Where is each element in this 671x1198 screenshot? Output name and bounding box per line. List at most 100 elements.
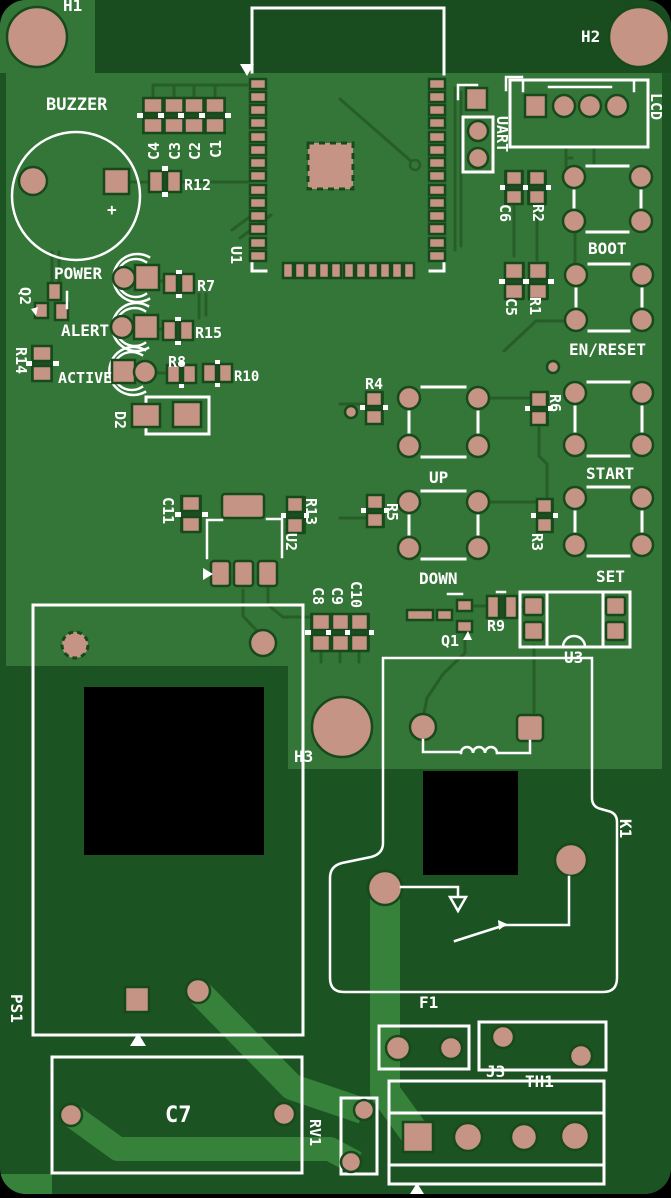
label-r4: R4 <box>365 375 383 393</box>
label-c1: C1 <box>207 140 225 158</box>
component-u2 <box>203 492 284 588</box>
mounting-hole-h1 <box>5 5 69 69</box>
label-boot: BOOT <box>588 239 627 258</box>
label-h2: H2 <box>581 27 600 46</box>
label-set: SET <box>596 567 625 586</box>
k1-cutout <box>423 771 518 875</box>
label-h1: H1 <box>63 0 82 15</box>
led-active <box>108 345 158 397</box>
label-c10: C10 <box>347 581 365 608</box>
label-r3: R3 <box>528 533 546 551</box>
label-u1: U1 <box>227 246 245 264</box>
component-c6 <box>500 169 528 206</box>
component-r14 <box>26 344 59 383</box>
label-r15: R15 <box>195 324 222 342</box>
label-plus: + <box>107 200 117 219</box>
label-rv1: RV1 <box>306 1119 324 1146</box>
label-u2: U2 <box>282 533 300 551</box>
button-boot <box>561 164 654 234</box>
label-c11: C11 <box>159 497 177 524</box>
silkscreen-labels: H1 H2 H3 BUZZER + R12 POWER ALERT ACTIVE… <box>7 0 665 1146</box>
connector-j3 <box>477 1020 608 1072</box>
label-uart: UART <box>493 116 511 152</box>
connector-uart <box>456 83 495 174</box>
label-c8: C8 <box>309 587 327 605</box>
component-r13 <box>281 495 309 535</box>
label-r12: R12 <box>184 176 211 194</box>
label-r9: R9 <box>487 617 505 635</box>
label-c5: C5 <box>502 298 520 316</box>
component-r5 <box>361 493 389 529</box>
button-en-reset <box>563 262 655 333</box>
label-r13: R13 <box>302 498 320 525</box>
component-c11 <box>175 494 208 534</box>
button-start <box>562 380 655 458</box>
component-u3 <box>518 590 632 649</box>
component-c9 <box>326 612 355 653</box>
component-r7 <box>162 270 196 298</box>
component-r6 <box>525 390 553 427</box>
label-power: POWER <box>54 264 103 283</box>
label-h3: H3 <box>294 747 313 766</box>
label-c9: C9 <box>328 587 346 605</box>
component-buzzer <box>10 130 142 262</box>
label-r7: R7 <box>197 277 215 295</box>
component-r12 <box>147 166 183 197</box>
component-r3 <box>531 497 558 534</box>
via <box>343 404 359 420</box>
connector-th1 <box>387 1079 606 1194</box>
label-c4: C4 <box>145 142 163 160</box>
component-u1-module <box>240 6 447 280</box>
label-q1: Q1 <box>441 632 459 650</box>
label-en-reset: EN/RESET <box>569 340 646 359</box>
component-r4 <box>360 390 388 426</box>
component-r2 <box>523 169 551 206</box>
label-r2: R2 <box>529 204 547 222</box>
label-alert: ALERT <box>61 321 109 340</box>
label-k1: K1 <box>616 819 635 838</box>
component-c7 <box>50 1055 304 1175</box>
component-c10 <box>345 612 374 653</box>
label-q2: Q2 <box>16 287 34 305</box>
label-c7: C7 <box>165 1103 192 1128</box>
component-rv1 <box>339 1096 379 1176</box>
mounting-hole-h2 <box>607 5 671 69</box>
antenna-keepout-band <box>95 0 671 73</box>
led-alert <box>109 301 160 353</box>
label-buzzer: BUZZER <box>46 95 108 115</box>
label-start: START <box>586 464 634 483</box>
label-d2: D2 <box>111 411 129 429</box>
label-active: ACTIVE <box>58 369 112 387</box>
button-down <box>396 489 491 561</box>
component-c1 <box>199 96 231 135</box>
component-r10 <box>201 360 234 387</box>
label-th1: TH1 <box>525 1072 554 1091</box>
ps1-cutout <box>84 687 264 855</box>
label-r14: R14 <box>12 347 30 374</box>
component-r15 <box>161 317 195 345</box>
component-c5 <box>499 261 529 301</box>
label-r8: R8 <box>168 353 186 371</box>
component-r8 <box>165 361 198 388</box>
label-ps1: PS1 <box>7 994 26 1023</box>
label-r5: R5 <box>383 503 401 521</box>
component-r9 <box>485 590 519 620</box>
label-j3: J3 <box>486 1062 505 1081</box>
label-c3: C3 <box>166 142 184 160</box>
via <box>545 359 561 375</box>
label-u3: U3 <box>564 648 583 667</box>
button-set <box>562 485 655 558</box>
label-r1: R1 <box>526 297 544 315</box>
label-r10: R10 <box>234 369 259 385</box>
component-q1 <box>405 592 474 640</box>
label-r6: R6 <box>546 394 564 412</box>
label-c2: C2 <box>186 142 204 160</box>
component-d2 <box>130 395 211 436</box>
component-f1 <box>377 1024 471 1071</box>
label-f1: F1 <box>419 993 438 1012</box>
component-k1-relay <box>328 656 619 994</box>
button-up <box>396 385 491 459</box>
label-c6: C6 <box>496 204 514 222</box>
